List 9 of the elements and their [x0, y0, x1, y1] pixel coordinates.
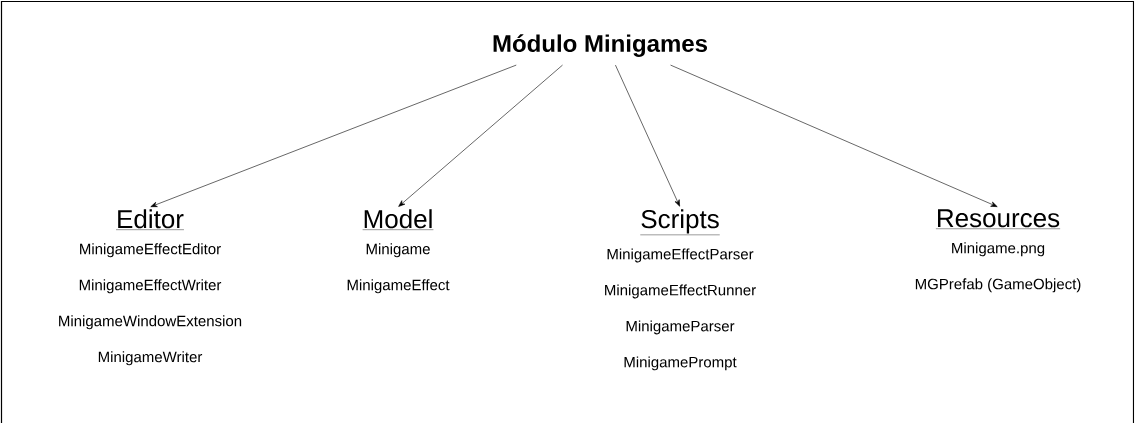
arrow: [615, 64, 680, 207]
title-text: Módulo Minigames: [493, 34, 707, 57]
folder-heading-list: Scripts MinigameEffectParser MinigameEffectRunner MinigameParser MinigamePrompt: [605, 209, 756, 371]
folder-heading-list: Editor MinigameEffectEditor MinigameEffectWriter MinigameWindowExtension MinigameWriter: [59, 209, 242, 366]
arrow: [150, 64, 517, 207]
arrow: [670, 64, 998, 207]
folder-heading-list: Resources Minigame.png MGPrefab (GameObject): [915, 209, 1081, 293]
arrow: [398, 64, 563, 207]
folder-heading-list: Model Minigame MinigameEffect: [347, 209, 450, 294]
